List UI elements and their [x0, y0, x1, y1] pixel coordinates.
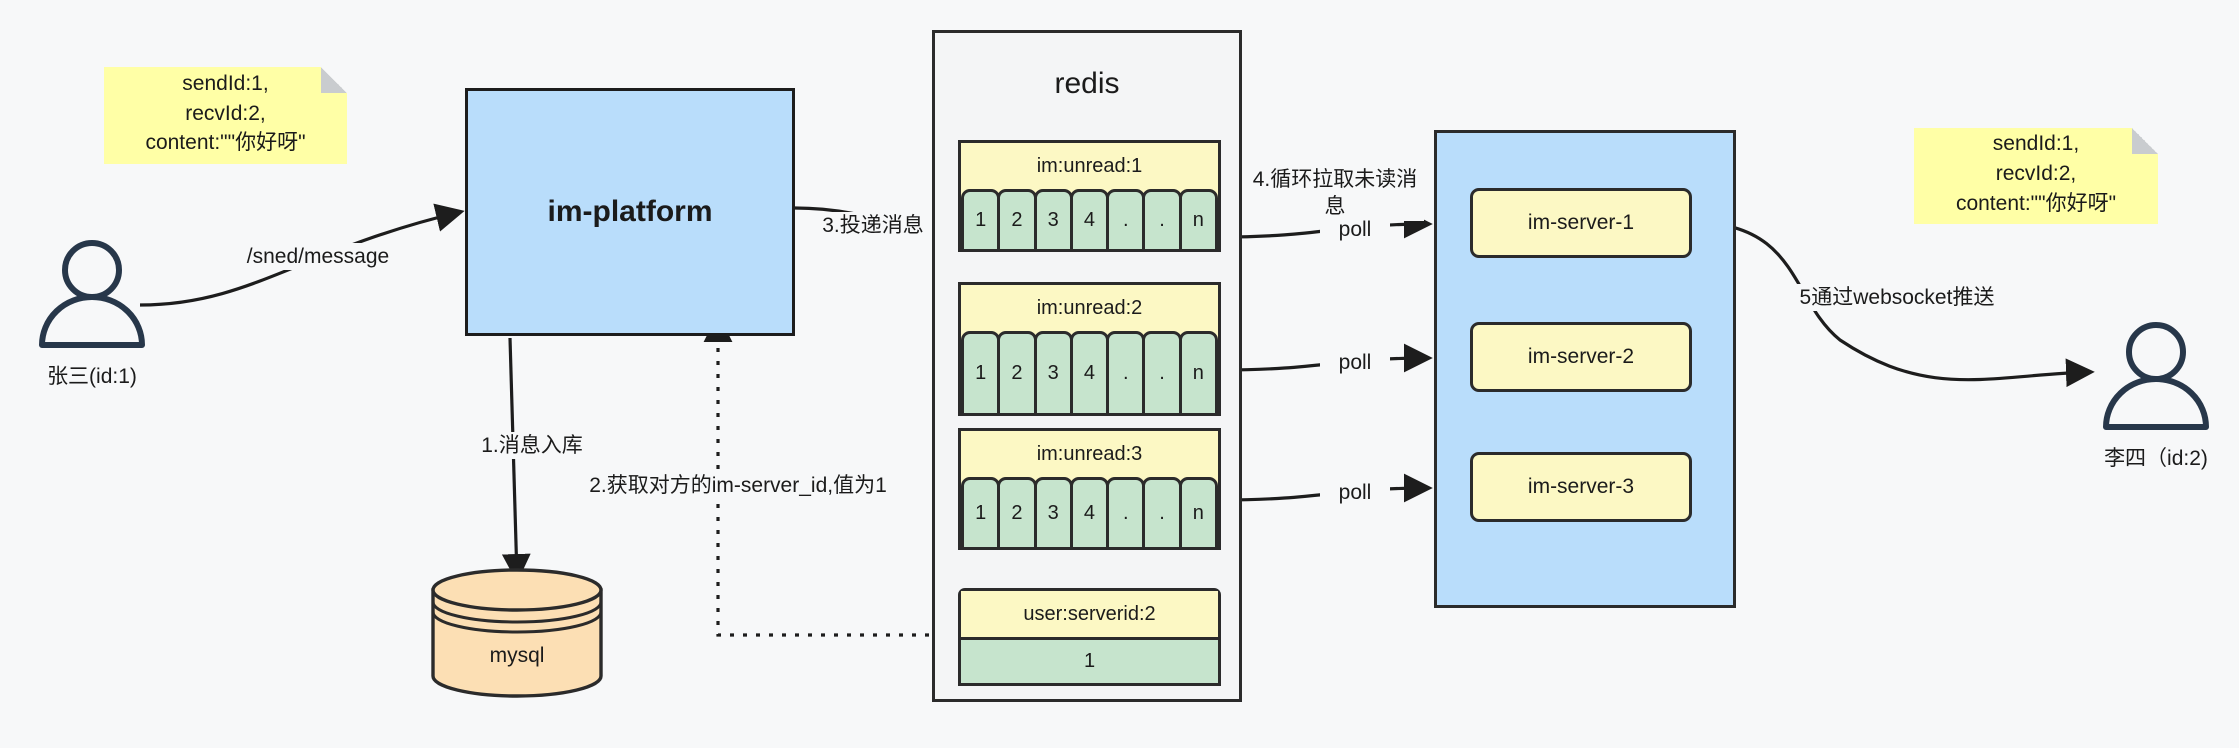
edge-user-to-platform	[139, 203, 465, 307]
im-server-1-label: im-server-1	[1527, 211, 1635, 234]
redis-queue-0-cell: .	[1106, 189, 1146, 252]
edge-label-step4: 4.循环拉取未读消 息	[1246, 166, 1424, 221]
mysql-label: mysql	[489, 644, 545, 667]
edge-label-step5: 5通过websocket推送	[1782, 284, 2012, 312]
redis-queue-2[interactable]: im:unread:3 1 2 3 4 . . n	[958, 428, 1221, 550]
redis-queue-1-cell: 1	[961, 331, 1001, 416]
redis-queue-1-key: im:unread:2	[961, 285, 1218, 331]
actor-right-label: 李四（id:2)	[2104, 447, 2208, 470]
im-server-2-box[interactable]: im-server-2	[1470, 322, 1692, 392]
redis-queue-2-cell: n	[1178, 477, 1218, 550]
redis-queue-1-cell: .	[1142, 331, 1182, 416]
redis-queue-0-cell: n	[1178, 189, 1218, 252]
edge-label-send-message: /sned/message	[228, 243, 408, 271]
im-platform-label: im-platform	[547, 195, 713, 228]
edge-redis-to-platform-dotted	[703, 313, 955, 637]
redis-queue-2-cell: 1	[961, 477, 1001, 550]
redis-queue-1-cell: .	[1106, 331, 1146, 416]
redis-kv-value: 1	[958, 637, 1221, 686]
redis-queue-0-cell: .	[1142, 189, 1182, 252]
note-fold-icon	[2132, 128, 2158, 154]
edge-label-poll-1: poll	[1320, 216, 1390, 244]
redis-queue-0-cell: 2	[997, 189, 1037, 252]
im-server-1-box[interactable]: im-server-1	[1470, 188, 1692, 258]
note-left-message: sendId:1, recvId:2, content:""你好呀"	[104, 67, 347, 164]
im-server-3-label: im-server-3	[1527, 475, 1635, 498]
redis-title: redis	[1054, 67, 1120, 100]
redis-queue-1-cell: 3	[1033, 331, 1073, 416]
redis-queue-0[interactable]: im:unread:1 1 2 3 4 . . n	[958, 140, 1221, 252]
redis-queue-0-cell: 1	[961, 189, 1001, 252]
edge-label-step1: 1.消息入库	[452, 432, 612, 460]
note-right-text: sendId:1, recvId:2, content:""你好呀"	[1955, 132, 2117, 215]
note-fold-icon	[321, 67, 347, 93]
redis-queue-2-cell: 2	[997, 477, 1037, 550]
person-icon	[39, 240, 145, 348]
im-server-3-box[interactable]: im-server-3	[1470, 452, 1692, 522]
redis-queue-2-cell: .	[1142, 477, 1182, 550]
redis-queue-1-cell: n	[1178, 331, 1218, 416]
edge-server1-to-user	[1689, 220, 2095, 388]
redis-queue-2-cell: 3	[1033, 477, 1073, 550]
redis-queue-0-cell: 4	[1069, 189, 1110, 252]
redis-queue-1[interactable]: im:unread:2 1 2 3 4 . . n	[958, 282, 1221, 416]
actor-left-label: 张三(id:1)	[47, 365, 137, 388]
im-platform-box[interactable]: im-platform	[465, 88, 795, 336]
redis-kv-key: user:serverid:2	[961, 591, 1218, 637]
edge-label-poll-2: poll	[1320, 349, 1390, 377]
person-icon	[2103, 322, 2209, 430]
redis-queue-2-key: im:unread:3	[961, 431, 1218, 477]
actor-left	[32, 240, 152, 350]
actor-right	[2096, 322, 2216, 432]
edge-label-step3: 3.投递消息	[808, 212, 938, 240]
note-left-text: sendId:1, recvId:2, content:""你好呀"	[145, 71, 306, 155]
database-icon	[431, 568, 603, 698]
note-right-message: sendId:1, recvId:2, content:""你好呀"	[1914, 128, 2158, 224]
edge-label-step2: 2.获取对方的im-server_id,值为1	[578, 472, 898, 500]
redis-queue-0-cell: 3	[1033, 189, 1073, 252]
redis-queue-0-key: im:unread:1	[961, 143, 1218, 189]
redis-queue-2-cell: 4	[1069, 477, 1110, 550]
redis-kv-box[interactable]: user:serverid:2 1	[958, 588, 1221, 686]
redis-queue-2-cell: .	[1106, 477, 1146, 550]
edge-label-poll-3: poll	[1320, 479, 1390, 507]
mysql-cylinder[interactable]: mysql	[428, 568, 606, 698]
im-server-2-label: im-server-2	[1527, 345, 1635, 368]
redis-queue-1-cell: 2	[997, 331, 1037, 416]
redis-queue-1-cell: 4	[1069, 331, 1110, 416]
